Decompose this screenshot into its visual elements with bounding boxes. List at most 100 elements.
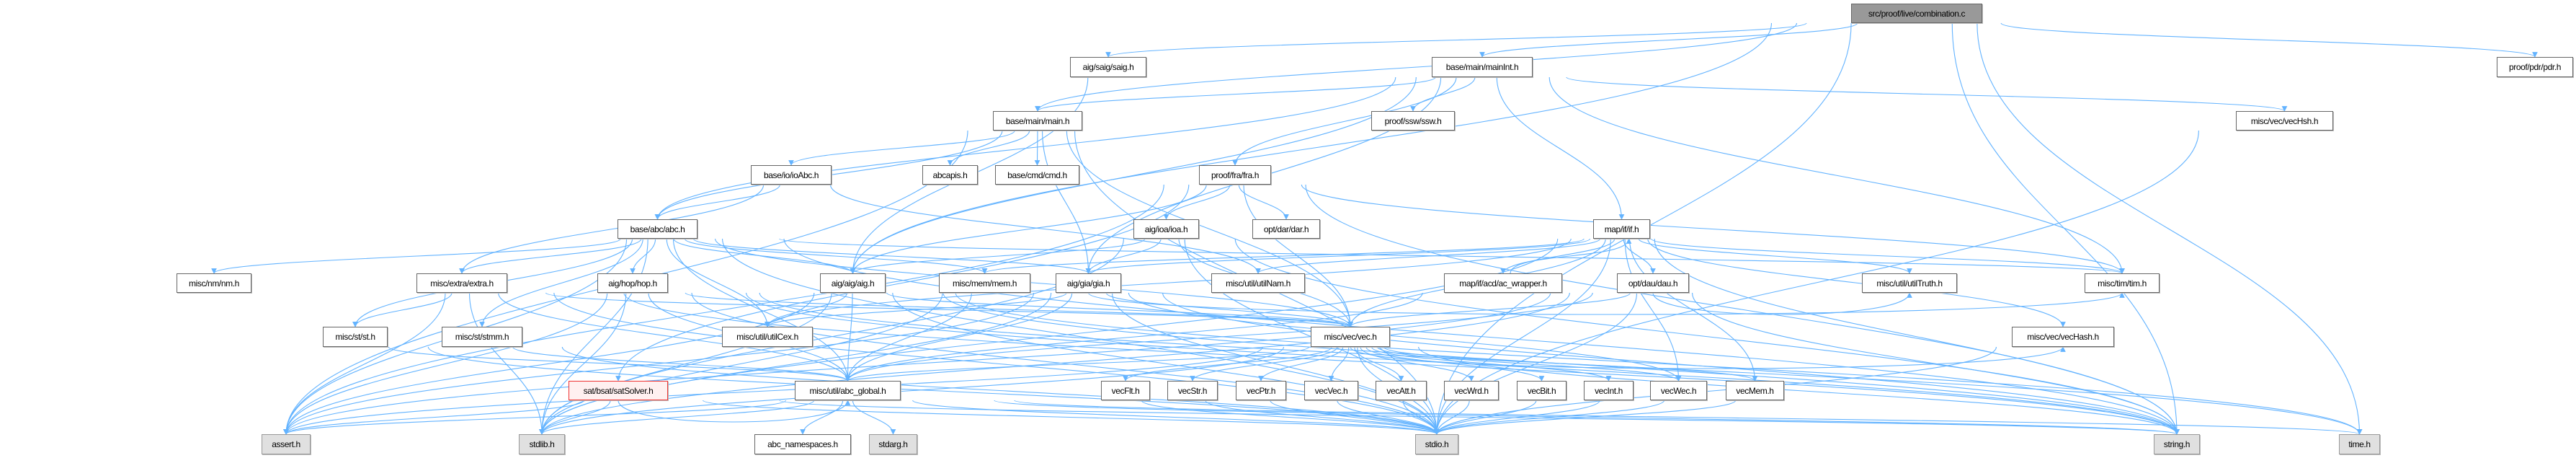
edge-if-to-utilNam bbox=[1255, 238, 1601, 274]
node-fra[interactable]: proof/fra/fra.h bbox=[1199, 165, 1271, 185]
edge-if-to-utilTruth bbox=[1638, 238, 1912, 274]
node-time[interactable]: time.h bbox=[2339, 434, 2380, 454]
edge-vecHsh-to-stdio bbox=[1434, 130, 2199, 435]
node-vecWec[interactable]: vecWec.h bbox=[1650, 381, 1707, 400]
edge-gia-to-assert bbox=[283, 292, 1035, 435]
edge-aig-to-vec bbox=[886, 292, 1353, 327]
node-label: misc/st/stmm.h bbox=[455, 332, 509, 342]
node-mainInt[interactable]: base/main/mainInt.h bbox=[1432, 57, 1533, 77]
edge-glob-to-stdarg bbox=[852, 400, 896, 435]
node-abcapis[interactable]: abcapis.h bbox=[922, 165, 978, 185]
node-vecBit[interactable]: vecBit.h bbox=[1517, 381, 1566, 400]
node-vecHsh[interactable]: misc/vec/vecHsh.h bbox=[2236, 111, 2333, 131]
node-ssw[interactable]: proof/ssw/ssw.h bbox=[1371, 111, 1455, 131]
edge-fra-to-ioa bbox=[1163, 184, 1231, 220]
node-label: abc_namespaces.h bbox=[767, 439, 838, 449]
node-ioAbc[interactable]: base/io/ioAbc.h bbox=[751, 165, 832, 185]
node-root: src/proof/live/combination.c bbox=[1851, 4, 1982, 23]
edge-abc-to-utilCex bbox=[666, 238, 770, 327]
node-vecVec[interactable]: vecVec.h bbox=[1304, 381, 1358, 400]
node-vecWrd[interactable]: vecWrd.h bbox=[1444, 381, 1499, 400]
node-label: assert.h bbox=[272, 439, 300, 449]
node-string[interactable]: string.h bbox=[2154, 434, 2200, 454]
edge-hop-to-vec bbox=[685, 292, 1353, 327]
node-label: vecStr.h bbox=[1177, 385, 1208, 396]
edge-gia-to-string bbox=[1162, 292, 2180, 435]
node-label: misc/util/utilCex.h bbox=[736, 332, 798, 342]
node-sat[interactable]: sat/bsat/satSolver.h bbox=[569, 381, 668, 400]
node-utilCex[interactable]: misc/util/utilCex.h bbox=[722, 327, 813, 347]
edge-extra-to-vec bbox=[545, 292, 1353, 327]
node-pdr[interactable]: proof/pdr/pdr.h bbox=[2497, 57, 2573, 77]
edge-sat-to-stdlib bbox=[539, 400, 611, 435]
edge-if-to-acw bbox=[1500, 238, 1615, 274]
node-label: base/main/main.h bbox=[1005, 115, 1070, 126]
edge-vec-to-vecWec bbox=[1377, 346, 1682, 382]
edge-gia-to-tim bbox=[1087, 292, 2125, 315]
node-gia[interactable]: aig/gia/gia.h bbox=[1056, 273, 1121, 293]
node-vecAtt[interactable]: vecAtt.h bbox=[1376, 381, 1427, 400]
node-label: vecMem.h bbox=[1736, 385, 1774, 396]
node-main[interactable]: base/main/main.h bbox=[993, 111, 1082, 131]
node-label: vecWec.h bbox=[1660, 385, 1697, 396]
node-glob[interactable]: misc/util/abc_global.h bbox=[795, 381, 901, 400]
node-stdio[interactable]: stdio.h bbox=[1415, 434, 1458, 454]
node-vec[interactable]: misc/vec/vec.h bbox=[1311, 327, 1390, 347]
edge-mainInt-to-abc bbox=[654, 76, 1396, 220]
node-saig[interactable]: aig/saig/saig.h bbox=[1070, 57, 1146, 77]
edge-vecWec-to-stdio bbox=[1434, 400, 1665, 435]
node-assert[interactable]: assert.h bbox=[262, 434, 311, 454]
node-utilNam[interactable]: misc/util/utilNam.h bbox=[1211, 273, 1305, 293]
node-cmd[interactable]: base/cmd/cmd.h bbox=[995, 165, 1079, 185]
node-label: proof/pdr/pdr.h bbox=[2508, 62, 2562, 72]
node-if[interactable]: map/if/if.h bbox=[1593, 219, 1650, 239]
edge-ioAbc-to-utilNam bbox=[829, 184, 1261, 274]
edge-root-to-time bbox=[1976, 22, 2363, 435]
node-stdarg[interactable]: stdarg.h bbox=[869, 434, 917, 454]
node-label: aig/aig/aig.h bbox=[831, 278, 875, 289]
node-extra[interactable]: misc/extra/extra.h bbox=[416, 273, 507, 293]
node-label: vecFlt.h bbox=[1111, 385, 1140, 396]
edge-root-to-pdr bbox=[2000, 22, 2538, 58]
node-mem[interactable]: misc/mem/mem.h bbox=[939, 273, 1030, 293]
node-hop[interactable]: aig/hop/hop.h bbox=[597, 273, 668, 293]
node-vecPtr[interactable]: vecPtr.h bbox=[1236, 381, 1286, 400]
node-vecInt[interactable]: vecInt.h bbox=[1584, 381, 1634, 400]
node-ns[interactable]: abc_namespaces.h bbox=[754, 434, 851, 454]
node-label: vecVec.h bbox=[1314, 385, 1348, 396]
node-dau[interactable]: opt/dau/dau.h bbox=[1617, 273, 1689, 293]
node-dar[interactable]: opt/dar/dar.h bbox=[1252, 219, 1320, 239]
node-vecHash[interactable]: misc/vec/vecHash.h bbox=[2012, 327, 2114, 347]
edge-if-to-utilCex bbox=[765, 238, 1572, 327]
node-label: misc/util/abc_global.h bbox=[809, 385, 886, 396]
edge-fra-to-tim bbox=[1301, 184, 2125, 274]
node-label: misc/extra/extra.h bbox=[430, 278, 494, 289]
edge-abc-to-extra bbox=[459, 238, 642, 274]
edge-hop-to-stdlib bbox=[539, 292, 627, 435]
node-ioa[interactable]: aig/ioa/ioa.h bbox=[1133, 219, 1199, 239]
node-vecMem[interactable]: vecMem.h bbox=[1726, 381, 1784, 400]
node-stmm[interactable]: misc/st/stmm.h bbox=[442, 327, 522, 347]
edge-if-to-vecMem bbox=[1628, 238, 1758, 382]
node-utilTruth[interactable]: misc/util/utilTruth.h bbox=[1862, 273, 1957, 293]
edge-fra-to-assert bbox=[283, 184, 1164, 435]
edge-hop-to-assert bbox=[283, 292, 608, 435]
node-tim[interactable]: misc/tim/tim.h bbox=[2085, 273, 2160, 293]
edge-abc-to-stmm bbox=[479, 238, 643, 327]
node-label: map/if/if.h bbox=[1604, 224, 1639, 234]
node-vecFlt[interactable]: vecFlt.h bbox=[1101, 381, 1150, 400]
edge-vec-to-stdlib bbox=[539, 346, 1284, 435]
node-label: base/io/ioAbc.h bbox=[763, 169, 819, 180]
node-stdlib[interactable]: stdlib.h bbox=[519, 434, 565, 454]
node-label: misc/vec/vecHash.h bbox=[2027, 332, 2099, 342]
node-vecStr[interactable]: vecStr.h bbox=[1167, 381, 1218, 400]
node-label: misc/nm/nm.h bbox=[189, 278, 239, 289]
node-label: aig/ioa/ioa.h bbox=[1144, 224, 1188, 234]
edge-extra-to-string bbox=[623, 292, 2180, 435]
node-acw[interactable]: map/if/acd/ac_wrapper.h bbox=[1444, 273, 1562, 293]
edge-vecStr-to-stdio bbox=[1205, 400, 1440, 435]
node-st[interactable]: misc/st/st.h bbox=[323, 327, 388, 347]
node-nm[interactable]: misc/nm/nm.h bbox=[177, 273, 251, 293]
node-aig[interactable]: aig/aig/aig.h bbox=[820, 273, 886, 293]
node-abc[interactable]: base/abc/abc.h bbox=[618, 219, 698, 239]
